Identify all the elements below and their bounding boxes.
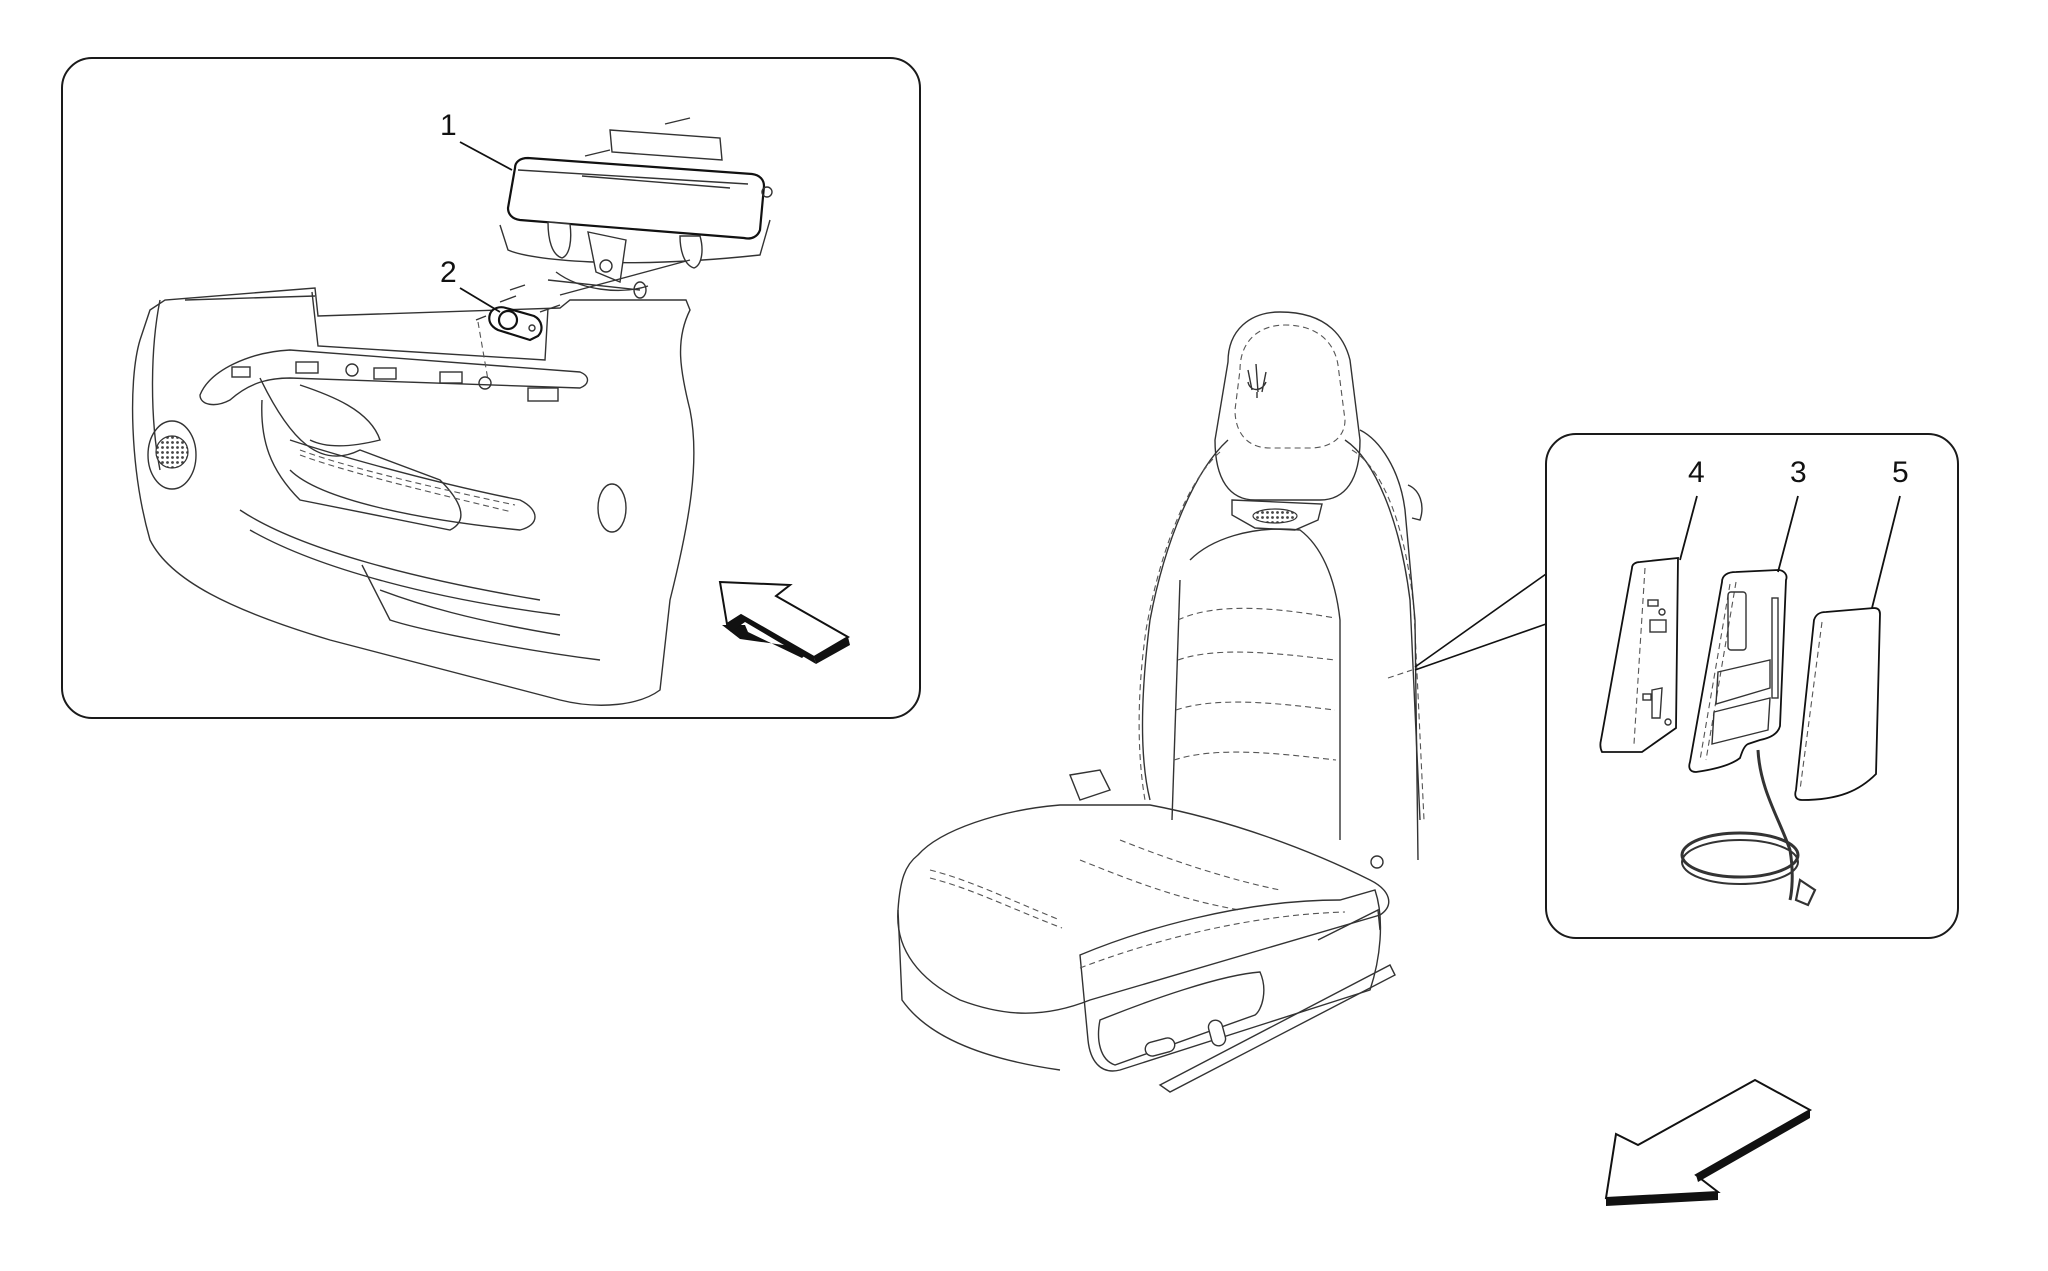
leader-5	[1871, 495, 1901, 609]
cover-panel	[1794, 607, 1881, 801]
leader-4	[1679, 495, 1698, 561]
inset-connector-lines	[1387, 573, 1547, 679]
mounting-plate	[1599, 556, 1679, 753]
airbag-bracket	[475, 284, 561, 381]
view-arrow-lower-left	[1604, 1078, 1813, 1206]
leader-3	[1777, 495, 1799, 573]
seat-side-airbag	[1680, 569, 1817, 907]
door-airbag-module	[499, 117, 773, 299]
callout-2: 2	[440, 256, 457, 289]
leader-2	[459, 287, 501, 313]
view-arrow-upper-left	[718, 580, 850, 664]
callout-3: 3	[1790, 456, 1807, 489]
seat-slide-switch-icon	[1144, 1037, 1176, 1057]
seat-recline-switch-icon	[1207, 1019, 1227, 1047]
callout-4: 4	[1688, 456, 1705, 489]
trident-icon	[1247, 363, 1267, 398]
leader-1	[459, 141, 513, 171]
callout-1: 1	[440, 109, 457, 142]
door-panel-drawing	[131, 287, 695, 706]
seat-drawing	[897, 311, 1425, 1093]
callout-5: 5	[1892, 456, 1909, 489]
